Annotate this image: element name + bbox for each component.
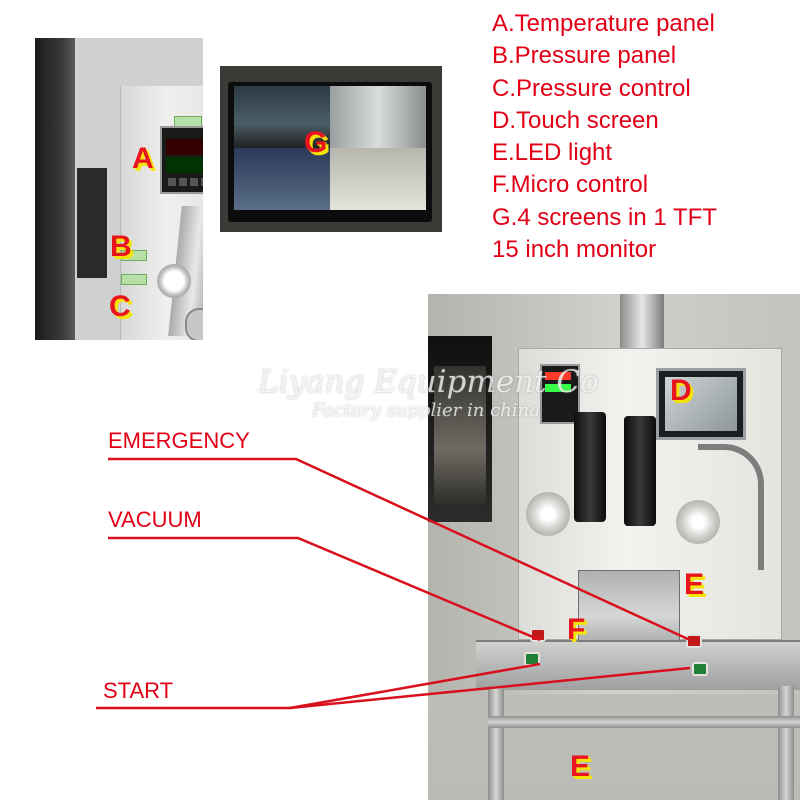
legend-item-e: E.LED light [492,139,613,167]
start-button-right [692,662,708,676]
touch-screen [656,368,746,440]
monitor-photo [220,66,442,232]
callout-f: F [567,613,586,646]
pressure-tag [121,250,147,261]
callout-e-upper: E [684,568,705,601]
cabinet-photo [35,38,203,340]
controller-keys [168,178,203,186]
camera-view-4 [330,148,426,210]
touch-screen-display [665,377,737,431]
temperature-controller [160,126,203,194]
callout-a: A [132,142,154,175]
led-gooseneck [698,444,764,570]
emergency-label: EMERGENCY [108,428,250,453]
controller-display-green [545,384,571,392]
frame-leg-left [488,686,504,800]
monitor-mount-bracket [77,168,107,278]
legend-item-a: A.Temperature panel [492,10,715,37]
legend-item-c: C.Pressure control [492,74,691,102]
legend-item-d: D.Touch screen [492,106,659,134]
legend-item-g-cont: 15 inch monitor [492,236,657,264]
machine-frame [488,686,800,800]
vacuum-button [530,628,546,642]
watermark-line2: Factory supplier in china [312,400,540,421]
parts-legend: A.Temperature panel B.Pressure panel C.P… [492,8,717,266]
air-pipe [185,308,203,340]
temperature-readout-red [166,139,203,155]
watermark-line1: Liyang Equipment Co [258,364,599,400]
callout-d: D [670,374,692,407]
temperature-readout-green [166,157,203,173]
legend-item-g: G.4 screens in 1 TFT [492,203,717,231]
callout-e-lower: E [570,750,591,783]
start-button-left [524,652,540,666]
vacuum-label: VACUUM [108,507,202,532]
emergency-button [686,634,702,648]
camera-view-3 [234,148,330,210]
monitor-quad-screen [234,86,426,210]
frame-crossbar [488,716,800,728]
handwheel-left [526,492,570,536]
callout-c: C [109,290,131,323]
cabinet-side-shadow [35,38,75,340]
legend-item-f: F.Micro control [492,171,649,199]
start-label: START [103,678,174,703]
legend-item-b: B.Pressure panel [492,42,677,70]
pressure-control-tag [121,274,147,285]
camera-view-2 [330,86,426,148]
camera-right [624,416,656,526]
machine-temperature-controller [540,364,580,424]
frame-leg-right [778,686,794,800]
camera-left [574,412,606,522]
callout-b: B [110,230,132,263]
camera-view-1 [234,86,330,148]
callout-g: G [304,126,328,159]
controller-display-red [545,372,571,380]
pressure-gauge [157,264,191,298]
